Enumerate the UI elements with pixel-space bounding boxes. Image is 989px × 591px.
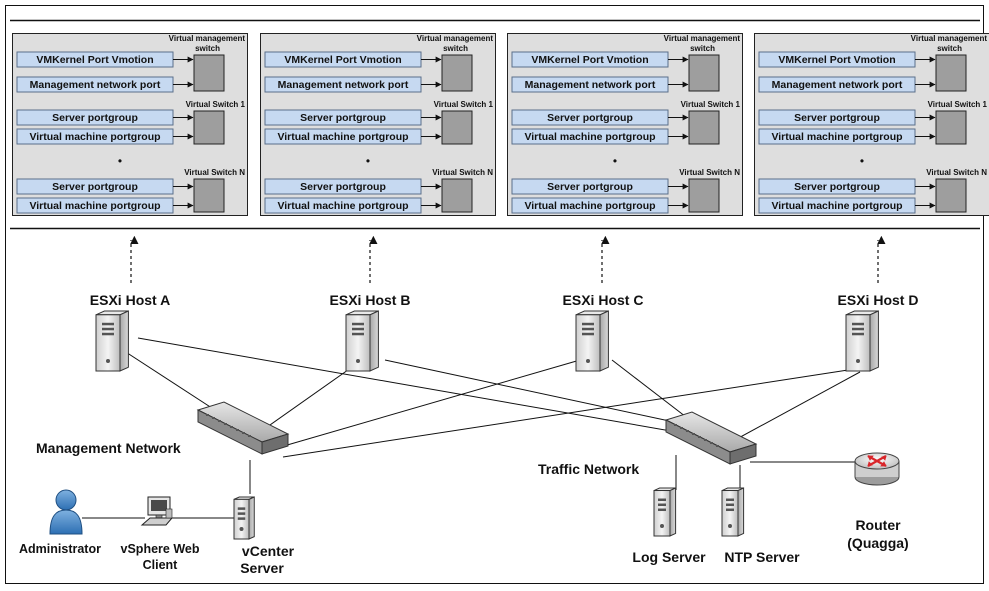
ellipsis-dot: • [366,154,370,168]
virtual-switch-1-label: Virtual Switch 1 [681,100,741,109]
host-link-arrows [130,235,886,283]
virtual-switch-n-label: Virtual Switch N [184,168,245,177]
vcenter-label-line2: Server [240,560,284,576]
vm-portgroup-n-label: Virtual machine portgroup [524,200,655,212]
server-portgroup-n-label: Server portgroup [547,181,633,193]
vm-portgroup-1-label: Virtual machine portgroup [771,131,902,143]
virtual-management-switch-label: Virtual management [911,34,988,43]
ntp-server-label: NTP Server [724,549,800,565]
administrator-user-icon [49,489,83,535]
host-c-server-icon [575,310,609,372]
virtual-management-switch-box [193,54,225,92]
virtual-switch-1-label: Virtual Switch 1 [434,100,494,109]
management-switch-icon [196,401,290,455]
virtual-switch-n-label: Virtual Switch N [679,168,740,177]
virtual-management-switch-label-line2: switch [937,44,962,53]
vmkernel-port-label: VMKernel Port Vmotion [531,54,648,66]
management-network-label: Management Network [36,440,181,456]
virtual-switch-n-box [193,178,225,213]
vm-portgroup-n-label: Virtual machine portgroup [277,200,408,212]
log-server-label: Log Server [632,549,706,565]
host-c-label: ESXi Host C [563,292,644,308]
server-portgroup-n-label: Server portgroup [300,181,386,193]
traffic-switch-icon [664,411,758,465]
log-server-icon [653,487,677,537]
vmkernel-port-label: VMKernel Port Vmotion [778,54,895,66]
server-portgroup-1-label: Server portgroup [794,112,880,124]
server-portgroup-1-label: Server portgroup [547,112,633,124]
vcenter-server-icon [233,496,255,540]
host-a-server-icon [95,310,129,372]
virtual-management-switch-label: Virtual management [169,34,246,43]
virtual-switch-1-box [688,110,720,145]
virtual-switch-n-label: Virtual Switch N [432,168,493,177]
virtual-management-switch-box [935,54,967,92]
management-network-port-label: Management network port [30,79,161,91]
ellipsis-dot: • [860,154,864,168]
vsphere-client-workstation-icon [140,496,174,526]
ellipsis-dot: • [118,154,122,168]
vm-portgroup-n-label: Virtual machine portgroup [29,200,160,212]
virtual-management-switch-label: Virtual management [417,34,494,43]
host-d-server-icon [845,310,879,372]
host-d-label: ESXi Host D [838,292,919,308]
host-b-label: ESXi Host B [330,292,411,308]
management-network-port-label: Management network port [525,79,656,91]
virtual-management-switch-label-line2: switch [690,44,715,53]
virtual-switch-1-box [193,110,225,145]
administrator-label: Administrator [19,542,101,556]
vm-portgroup-1-label: Virtual machine portgroup [524,131,655,143]
virtual-switch-1-box [441,110,473,145]
server-portgroup-n-label: Server portgroup [794,181,880,193]
virtual-switch-n-box [935,178,967,213]
vmkernel-port-label: VMKernel Port Vmotion [36,54,153,66]
router-label-line2: (Quagga) [847,535,908,551]
management-network-port-label: Management network port [278,79,409,91]
management-network-port-label: Management network port [772,79,903,91]
virtual-management-switch-box [688,54,720,92]
virtual-switch-1-box [935,110,967,145]
host-a-label: ESXi Host A [90,292,170,308]
virtual-switch-n-box [441,178,473,213]
virtual-switch-n-label: Virtual Switch N [926,168,987,177]
virtual-management-switch-box [441,54,473,92]
virtual-management-switch-label-line2: switch [195,44,220,53]
ntp-server-icon [721,487,745,537]
vm-portgroup-1-label: Virtual machine portgroup [29,131,160,143]
virtual-switch-n-box [688,178,720,213]
server-portgroup-n-label: Server portgroup [52,181,138,193]
server-portgroup-1-label: Server portgroup [300,112,386,124]
vsphere-client-label-line2: Client [143,558,179,572]
host-b-server-icon [345,310,379,372]
vm-portgroup-1-label: Virtual machine portgroup [277,131,408,143]
virtual-switch-1-label: Virtual Switch 1 [186,100,246,109]
vcenter-label-line1: vCenter [242,543,295,559]
ellipsis-dot: • [613,154,617,168]
router-icon [854,452,900,486]
vm-portgroup-n-label: Virtual machine portgroup [771,200,902,212]
vsphere-client-label-line1: vSphere Web [121,542,200,556]
virtual-management-switch-label: Virtual management [664,34,741,43]
router-label-line1: Router [855,517,901,533]
virtual-management-switch-label-line2: switch [443,44,468,53]
server-portgroup-1-label: Server portgroup [52,112,138,124]
vmkernel-port-label: VMKernel Port Vmotion [284,54,401,66]
traffic-network-label: Traffic Network [538,461,639,477]
virtual-switch-1-label: Virtual Switch 1 [928,100,988,109]
